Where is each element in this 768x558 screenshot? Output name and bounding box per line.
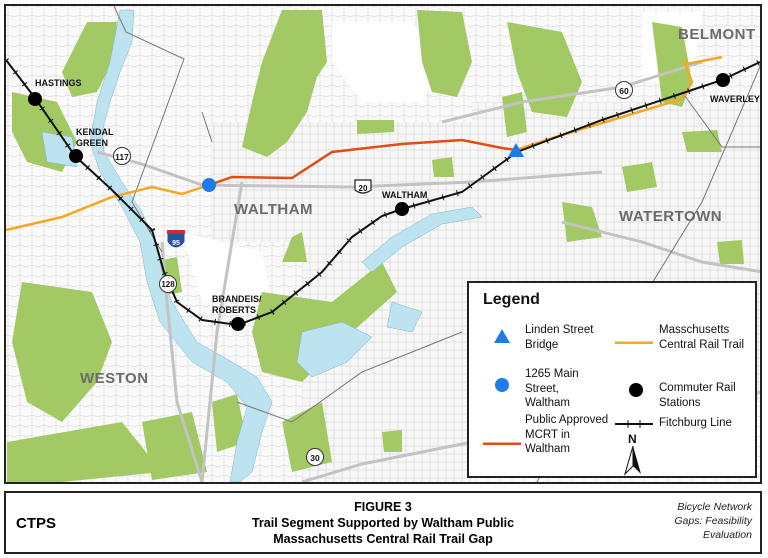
- subtitle-line2: Gaps: Feasibility: [674, 515, 752, 527]
- us20-shield: 20: [354, 179, 372, 194]
- legend-linden-street-bridge: Linden Street Bridge: [525, 324, 594, 351]
- route-128-shield: 128: [159, 275, 177, 293]
- fitchburg-line: [6, 59, 760, 327]
- station-waverley: [716, 73, 730, 87]
- route-30-shield: 30: [306, 448, 324, 466]
- station-hastings: [28, 92, 42, 106]
- rail-line-icon: [615, 420, 653, 428]
- figure-title-line2: Massachusetts Central Rail Trail Gap: [273, 532, 493, 546]
- station-kendal-green: [69, 149, 83, 163]
- legend-commuter-rail-stations: Commuter Rail Stations: [659, 382, 736, 409]
- place-belmont: BELMONT: [678, 26, 756, 43]
- label-waverley: WAVERLEY: [710, 94, 760, 104]
- main-street-marker: [202, 178, 216, 192]
- linden-street-bridge-marker: [508, 143, 524, 157]
- i95-shield: 95: [166, 229, 186, 249]
- station-waltham: [395, 202, 409, 216]
- blue-triangle-icon: [494, 329, 510, 343]
- approved-mcrt-waltham: [208, 138, 517, 187]
- north-arrow-icon: [624, 446, 641, 476]
- label-waltham-station: WALTHAM: [382, 190, 428, 200]
- subtitle-line3: Evaluation: [702, 529, 752, 541]
- map-frame: 95 20 117 60 128 30 WALTHAM WATERTOWN WE…: [4, 4, 762, 484]
- figure-title: FIGURE 3 Trail Segment Supported by Walt…: [6, 499, 760, 547]
- legend-title: Legend: [483, 291, 540, 308]
- place-weston: WESTON: [80, 370, 149, 387]
- red-line-icon: [483, 442, 521, 445]
- route-60-shield: 60: [615, 81, 633, 99]
- figure-number: FIGURE 3: [354, 500, 412, 514]
- map-canvas: 95 20: [6, 6, 760, 482]
- svg-text:95: 95: [172, 240, 180, 247]
- orange-line-icon: [615, 341, 653, 344]
- org-name: CTPS: [16, 515, 57, 532]
- legend-1265-main-street: 1265 Main Street, Waltham: [525, 368, 579, 409]
- legend-fitchburg-line: Fitchburg Line: [659, 417, 732, 429]
- map-legend: Legend Linden Street Bridge Masschusetts…: [467, 281, 757, 478]
- black-circle-icon: [629, 383, 643, 397]
- subtitle-line1: Bicycle Network: [677, 501, 752, 513]
- figure-title-line1: Trail Segment Supported by Waltham Publi…: [251, 516, 515, 530]
- parks: [7, 10, 744, 482]
- blue-circle-icon: [495, 378, 509, 392]
- label-kendal-green: KENDAL GREEN: [76, 127, 114, 148]
- commuter-rail-stations: [28, 73, 730, 331]
- route-117-shield: 117: [113, 147, 131, 165]
- label-hastings: HASTINGS: [35, 78, 82, 88]
- report-subtitle: Bicycle Network Gaps: Feasibility Evalua…: [674, 500, 752, 542]
- legend-mcrt: Masschusetts Central Rail Trail: [659, 324, 744, 351]
- mcrt-trail-west: [6, 183, 210, 232]
- label-brandeis-roberts: BRANDEIS/ ROBERTS: [212, 294, 262, 315]
- station-brandeis: [231, 317, 245, 331]
- north-label: N: [628, 432, 637, 446]
- water-bodies: [41, 9, 483, 482]
- legend-approved-mcrt: Public Approved MCRT in Waltham: [525, 414, 609, 455]
- place-watertown: WATERTOWN: [619, 208, 723, 225]
- place-waltham: WALTHAM: [234, 201, 314, 218]
- svg-text:20: 20: [359, 184, 368, 193]
- figure-footer: CTPS FIGURE 3 Trail Segment Supported by…: [4, 491, 762, 554]
